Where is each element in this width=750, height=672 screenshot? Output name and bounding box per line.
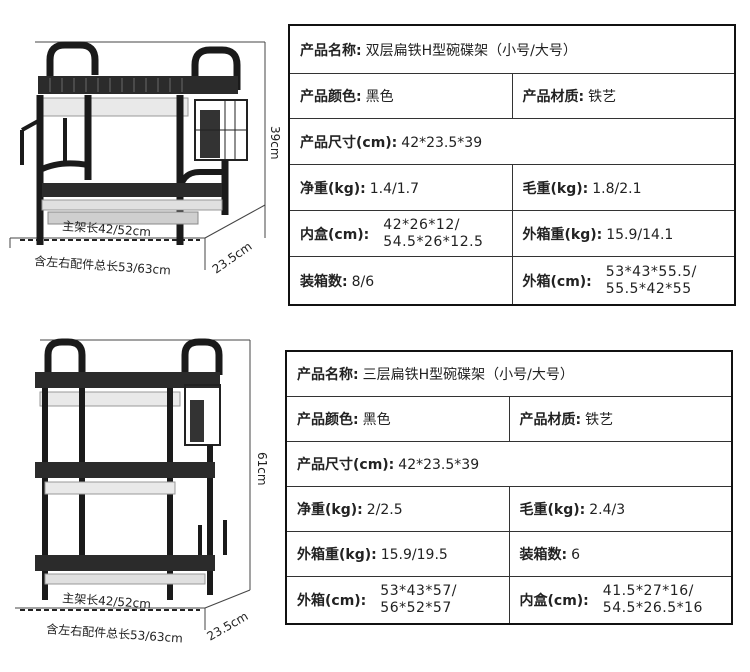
product-name-label: 产品名称: (297, 367, 359, 383)
product-name-label: 产品名称: (300, 42, 362, 59)
size-cell: 产品尺寸(cm):42*23.5*39 (288, 118, 736, 165)
product-name-value: 双层扁铁H型碗碟架（小号/大号） (365, 42, 577, 59)
rack-drawing: 39cm 23.5cm 主架长42/52cm 含左右配件总长53/63cm (9, 41, 282, 278)
material-value: 铁艺 (585, 412, 614, 428)
color-value: 黑色 (365, 89, 394, 105)
pack-qty-cell: 装箱数:8/6 (288, 256, 513, 306)
carton-line-2: 55.5*42*55 (605, 280, 692, 297)
rack-body (35, 338, 227, 600)
material-cell: 产品材质:铁艺 (511, 73, 736, 119)
spec-row-pack-carton: 装箱数:8/6 外箱(cm): 53*43*55.5/ 55.5*42*55 (288, 256, 736, 306)
size-value: 42*23.5*39 (401, 134, 483, 151)
spec-table: 产品名称:双层扁铁H型碗碟架（小号/大号） 产品颜色:黑色 产品材质:铁艺 产品… (288, 24, 736, 306)
carton-line-1: 53*43*55.5/ (605, 263, 697, 280)
net-weight-value: 2/2.5 (366, 502, 403, 518)
spec-row-color-material: 产品颜色:黑色 产品材质:铁艺 (288, 73, 736, 119)
carton-weight-cell: 外箱重(kg):15.9/19.5 (285, 531, 510, 577)
gross-weight-label: 毛重(kg): (519, 502, 586, 518)
size-cell: 产品尺寸(cm):42*23.5*39 (285, 441, 733, 487)
carton-weight-cell: 外箱重(kg):15.9/14.1 (511, 210, 736, 257)
carton-label: 外箱(cm): (297, 593, 367, 609)
depth-label: 23.5cm (205, 609, 251, 644)
carton-value: 53*43*55.5/ 55.5*42*55 (606, 264, 697, 298)
spec-row-weights: 净重(kg):1.4/1.7 毛重(kg):1.8/2.1 (288, 164, 736, 211)
material-value: 铁艺 (588, 89, 617, 105)
net-weight-value: 1.4/1.7 (369, 180, 419, 197)
net-weight-label: 净重(kg): (297, 502, 363, 518)
spec-row-color-material: 产品颜色:黑色 产品材质:铁艺 (285, 396, 733, 442)
carton-line-1: 53*43*57/ (380, 583, 457, 599)
inner-box-value: 41.5*27*16/ 54.5*26.5*16 (603, 583, 703, 617)
pack-qty-cell: 装箱数:6 (508, 531, 733, 577)
net-weight-cell: 净重(kg):2/2.5 (285, 486, 510, 532)
gross-weight-value: 2.4/3 (589, 502, 626, 518)
carton-line-2: 56*52*57 (380, 600, 452, 616)
gross-weight-value: 1.8/2.1 (592, 180, 642, 197)
product-section-two-tier: 39cm 23.5cm 主架长42/52cm 含左右配件总长53/63cm 产品… (0, 0, 750, 320)
gross-weight-label: 毛重(kg): (522, 180, 589, 197)
size-label: 产品尺寸(cm): (300, 134, 398, 151)
product-section-three-tier: 61cm 23.5cm 主架长42/52cm 含左右配件总长53/63cm 产品… (0, 330, 750, 672)
pack-qty-value: 6 (571, 547, 581, 563)
color-cell: 产品颜色:黑色 (288, 73, 513, 119)
product-name-value: 三层扁铁H型碗碟架（小号/大号） (362, 367, 574, 383)
inner-box-line-2: 54.5*26*12.5 (383, 233, 484, 250)
carton-cell: 外箱(cm): 53*43*57/ 56*52*57 (285, 576, 510, 625)
inner-box-line-1: 41.5*27*16/ (602, 583, 694, 599)
net-weight-cell: 净重(kg):1.4/1.7 (288, 164, 513, 211)
total-length-label: 含左右配件总长53/63cm (46, 621, 184, 646)
color-value: 黑色 (362, 412, 391, 428)
material-label: 产品材质: (522, 89, 585, 105)
size-value: 42*23.5*39 (398, 457, 480, 473)
pack-qty-value: 8/6 (351, 273, 375, 290)
spec-row-carton-weight-pack: 外箱重(kg):15.9/19.5 装箱数:6 (285, 531, 733, 577)
spec-table: 产品名称:三层扁铁H型碗碟架（小号/大号） 产品颜色:黑色 产品材质:铁艺 产品… (285, 350, 733, 625)
rack-body (20, 41, 248, 245)
color-label: 产品颜色: (300, 89, 362, 105)
carton-weight-value: 15.9/14.1 (606, 226, 674, 243)
spec-row-inner-box-carton-weight: 内盒(cm): 42*26*12/ 54.5*26*12.5 外箱重(kg):1… (288, 210, 736, 257)
material-label: 产品材质: (519, 412, 582, 428)
spec-row-size: 产品尺寸(cm):42*23.5*39 (285, 441, 733, 487)
product-name-cell: 产品名称:三层扁铁H型碗碟架（小号/大号） (285, 350, 733, 397)
spec-row-name: 产品名称:双层扁铁H型碗碟架（小号/大号） (288, 24, 736, 74)
pack-qty-label: 装箱数: (519, 547, 568, 563)
inner-box-value: 42*26*12/ 54.5*26*12.5 (383, 217, 483, 251)
color-cell: 产品颜色:黑色 (285, 396, 510, 442)
main-frame-length-label: 主架长42/52cm (62, 219, 152, 239)
rack-drawing: 61cm 23.5cm 主架长42/52cm 含左右配件总长53/63cm (15, 338, 269, 646)
main-frame-length-label: 主架长42/52cm (62, 591, 152, 611)
spec-row-size: 产品尺寸(cm):42*23.5*39 (288, 118, 736, 165)
pack-qty-label: 装箱数: (300, 273, 348, 290)
gross-weight-cell: 毛重(kg):2.4/3 (508, 486, 733, 532)
spec-row-weights: 净重(kg):2/2.5 毛重(kg):2.4/3 (285, 486, 733, 532)
spec-row-carton-inner-box: 外箱(cm): 53*43*57/ 56*52*57 内盒(cm): 41.5*… (285, 576, 733, 625)
carton-cell: 外箱(cm): 53*43*55.5/ 55.5*42*55 (511, 256, 736, 306)
inner-box-cell: 内盒(cm): 41.5*27*16/ 54.5*26.5*16 (508, 576, 733, 625)
two-tier-rack-diagram: 39cm 23.5cm 主架长42/52cm 含左右配件总长53/63cm (0, 0, 285, 320)
inner-box-label: 内盒(cm): (519, 593, 589, 609)
inner-box-label: 内盒(cm): (300, 226, 370, 243)
depth-label: 23.5cm (210, 239, 255, 276)
total-length-label: 含左右配件总长53/63cm (34, 253, 172, 278)
net-weight-label: 净重(kg): (300, 180, 366, 197)
material-cell: 产品材质:铁艺 (508, 396, 733, 442)
color-label: 产品颜色: (297, 412, 359, 428)
carton-value: 53*43*57/ 56*52*57 (380, 583, 457, 617)
carton-weight-value: 15.9/19.5 (380, 547, 448, 563)
carton-label: 外箱(cm): (522, 273, 592, 290)
product-name-cell: 产品名称:双层扁铁H型碗碟架（小号/大号） (288, 24, 736, 74)
carton-weight-label: 外箱重(kg): (297, 547, 377, 563)
carton-weight-label: 外箱重(kg): (522, 226, 603, 243)
size-label: 产品尺寸(cm): (297, 457, 395, 473)
inner-box-line-1: 42*26*12/ (383, 216, 460, 233)
inner-box-line-2: 54.5*26.5*16 (602, 600, 703, 616)
spec-row-name: 产品名称:三层扁铁H型碗碟架（小号/大号） (285, 350, 733, 397)
height-label: 39cm (268, 126, 282, 160)
height-label: 61cm (255, 452, 269, 486)
inner-box-cell: 内盒(cm): 42*26*12/ 54.5*26*12.5 (288, 210, 513, 257)
gross-weight-cell: 毛重(kg):1.8/2.1 (511, 164, 736, 211)
three-tier-rack-diagram: 61cm 23.5cm 主架长42/52cm 含左右配件总长53/63cm (0, 330, 285, 672)
